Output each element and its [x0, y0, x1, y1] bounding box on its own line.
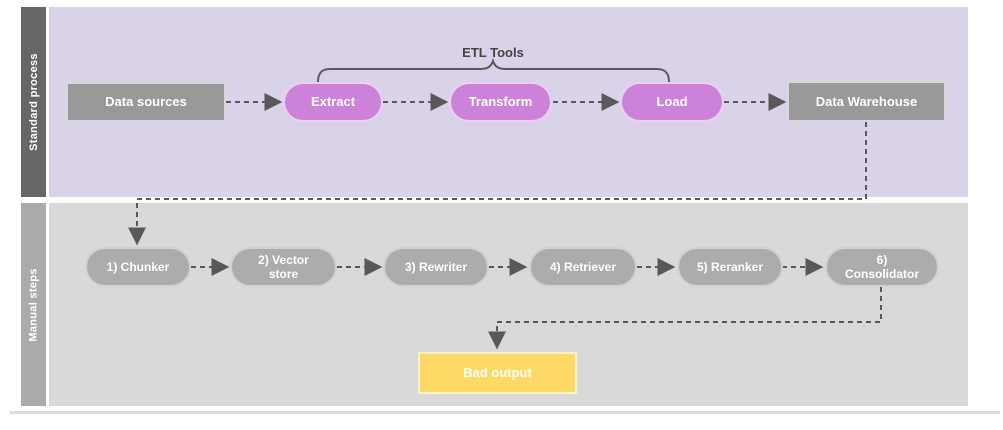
node-extract-label: Extract [310, 94, 356, 110]
node-rewriter-label: 3) Rewriter [404, 259, 468, 274]
node-consolidator: 6) Consolidator [825, 247, 939, 287]
node-data-sources: Data sources [66, 82, 226, 122]
node-data-warehouse: Data Warehouse [787, 81, 946, 122]
etl-tools-caption: ETL Tools [462, 45, 524, 60]
node-load-label: Load [656, 94, 688, 110]
lane-label-standard-process: Standard process [21, 7, 46, 197]
node-data-sources-label: Data sources [105, 94, 187, 110]
node-bad-output: Bad output [418, 352, 577, 394]
node-rewriter: 3) Rewriter [383, 247, 489, 287]
node-bad-output-label: Bad output [463, 365, 532, 381]
bottom-divider-line [10, 411, 1000, 414]
node-reranker-label: 5) Reranker [696, 259, 764, 274]
node-extract: Extract [283, 82, 383, 122]
lane-label-manual-steps: Manual steps [21, 203, 46, 406]
node-consolidator-label: 6) Consolidator [845, 252, 919, 281]
node-chunker: 1) Chunker [85, 247, 191, 287]
node-data-warehouse-label: Data Warehouse [815, 93, 918, 109]
lane-label-manual-steps-text: Manual steps [27, 267, 40, 342]
node-vector-store: 2) Vector store [230, 247, 337, 287]
node-transform: Transform [449, 82, 552, 122]
node-transform-label: Transform [468, 94, 533, 110]
node-chunker-label: 1) Chunker [106, 259, 170, 274]
node-retriever-label: 4) Retriever [549, 259, 617, 274]
node-retriever: 4) Retriever [529, 247, 637, 287]
node-reranker: 5) Reranker [677, 247, 783, 287]
node-load: Load [620, 82, 724, 122]
node-vector-store-label: 2) Vector store [258, 252, 309, 281]
lane-label-standard-process-text: Standard process [27, 53, 40, 151]
